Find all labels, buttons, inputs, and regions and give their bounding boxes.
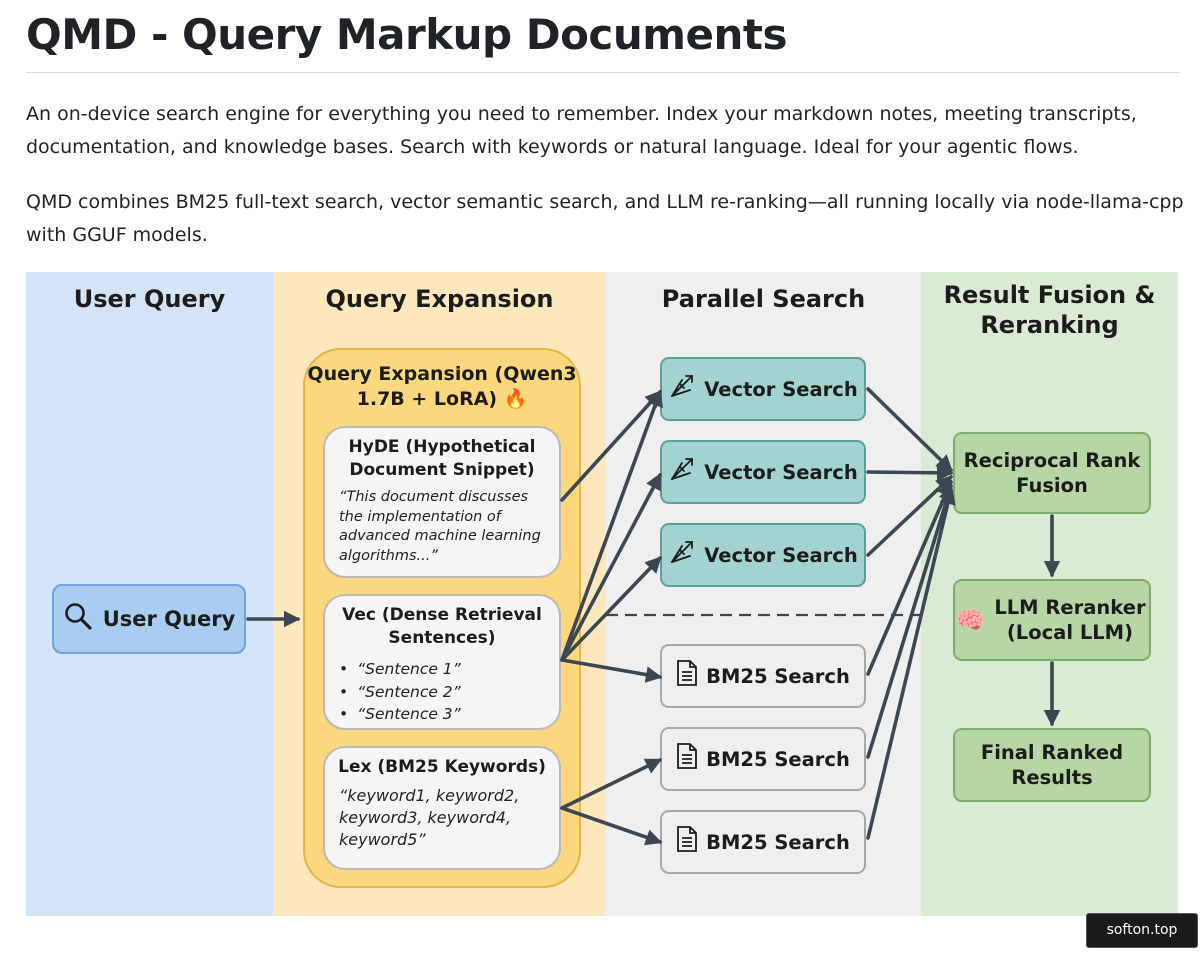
query-expansion-title: Query Expansion (Qwen3 1.7B + LoRA) 🔥	[307, 363, 577, 410]
vector-search-label: Vector Search	[704, 460, 858, 484]
list-item: “Sentence 2”	[339, 681, 545, 704]
brain-icon: 🧠	[955, 605, 985, 634]
document-icon	[676, 742, 698, 776]
llm-reranker-label: LLM Reranker (Local LLM)	[994, 596, 1146, 644]
page-title: QMD - Query Markup Documents	[26, 10, 787, 59]
column-title: Parallel Search	[661, 285, 866, 313]
list-item: “Sentence 1”	[339, 658, 545, 681]
vec-sentence-list: “Sentence 1” “Sentence 2” “Sentence 3”	[325, 658, 559, 726]
bm25-search-label: BM25 Search	[706, 747, 850, 771]
list-item: “Sentence 3”	[339, 703, 545, 726]
vector-arrows-icon	[668, 372, 696, 406]
magnifier-icon	[63, 601, 93, 638]
column-title: Result Fusion & Reranking	[943, 281, 1156, 339]
bm25-search-node: BM25 Search	[660, 727, 866, 791]
query-expansion-group: Query Expansion (Qwen3 1.7B + LoRA) 🔥 Hy…	[303, 348, 581, 888]
vector-search-node: Vector Search	[660, 440, 866, 504]
lex-text: “keyword1, keyword2, keyword3, keyword4,…	[339, 786, 520, 849]
final-results-node: Final Ranked Results	[953, 728, 1151, 802]
watermark-badge: softon.top	[1086, 913, 1198, 948]
column-title: User Query	[73, 285, 226, 313]
document-icon	[676, 825, 698, 859]
vec-title: Vec (Dense Retrieval Sentences)	[342, 605, 542, 648]
hyde-text: “This document discusses the implementat…	[339, 489, 541, 564]
user-query-node: User Query	[52, 584, 246, 654]
reciprocal-rank-fusion-node: Reciprocal Rank Fusion	[953, 432, 1151, 514]
hyde-card: HyDE (Hypothetical Document Snippet) “Th…	[323, 426, 561, 578]
vec-card: Vec (Dense Retrieval Sentences) “Sentenc…	[323, 594, 561, 730]
user-query-label: User Query	[102, 607, 236, 631]
bm25-search-label: BM25 Search	[706, 664, 850, 688]
bm25-search-node: BM25 Search	[660, 644, 866, 708]
vector-arrows-icon	[668, 538, 696, 572]
architecture-diagram: User Query Query Expansion Parallel Sear…	[26, 272, 1178, 916]
lex-title: Lex (BM25 Keywords)	[338, 757, 546, 777]
title-divider	[26, 72, 1180, 73]
vector-search-node: Vector Search	[660, 357, 866, 421]
intro-paragraph: An on-device search engine for everythin…	[26, 103, 1137, 158]
document-icon	[676, 659, 698, 693]
vector-arrows-icon	[668, 455, 696, 489]
column-title: Query Expansion	[325, 285, 554, 313]
bm25-search-label: BM25 Search	[706, 830, 850, 854]
lex-card: Lex (BM25 Keywords) “keyword1, keyword2,…	[323, 746, 561, 870]
hyde-title: HyDE (Hypothetical Document Snippet)	[348, 437, 536, 480]
vector-search-label: Vector Search	[704, 543, 858, 567]
vector-search-label: Vector Search	[704, 377, 858, 401]
description-paragraph: QMD combines BM25 full-text search, vect…	[26, 191, 1184, 246]
vector-search-node: Vector Search	[660, 523, 866, 587]
bm25-search-node: BM25 Search	[660, 810, 866, 874]
llm-reranker-node: 🧠 LLM Reranker (Local LLM)	[953, 579, 1151, 661]
